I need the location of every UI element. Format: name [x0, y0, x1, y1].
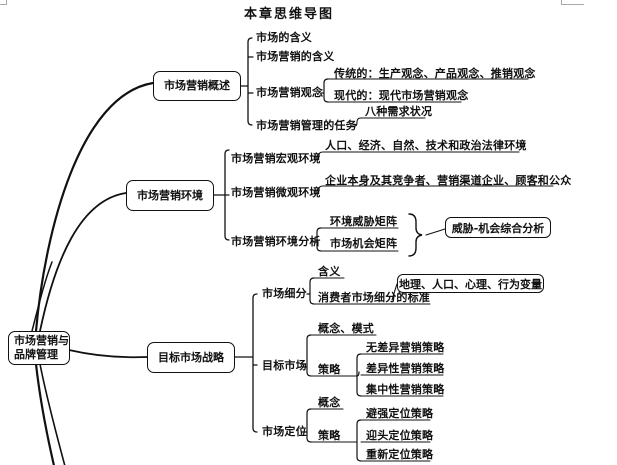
- node-target-market: 目标市场: [262, 359, 307, 372]
- central-node-line1: 市场营销与: [14, 334, 69, 347]
- node-market-meaning: 市场的含义: [256, 31, 312, 44]
- node-repositioning: 重新定位策略: [366, 448, 434, 461]
- node-undifferentiated-strategy: 无差异营销策略: [366, 341, 445, 354]
- node-marketing-concept: 市场营销观念: [256, 86, 324, 99]
- node-concentrated-strategy: 集中性营销策略: [366, 383, 445, 396]
- central-node-line2: 品牌管理: [14, 348, 58, 361]
- node-differentiated-strategy: 差异性营销策略: [366, 362, 445, 375]
- callout-pointer: [425, 228, 446, 236]
- node-macro-detail: 人口、经济、自然、技术和政治法律环境: [325, 139, 527, 152]
- node-market-segmentation: 市场细分: [262, 287, 307, 300]
- curve-down-1: [34, 362, 55, 465]
- curve-down-2: [39, 363, 66, 465]
- node-target-strategy: 策略: [318, 363, 341, 376]
- callout-segmentation-variables: 地理、人口、心理、行为变量: [397, 274, 544, 293]
- curly-brace: [408, 213, 423, 257]
- node-opportunity-matrix: 市场机会矩阵: [330, 237, 398, 250]
- curve-up-extra: [31, 261, 53, 332]
- bracket-target: [233, 293, 258, 433]
- node-head-on-positioning: 迎头定位策略: [366, 429, 434, 442]
- node-modern-concepts: 现代的：现代市场营销观念: [334, 89, 469, 102]
- curve-to-overview: [34, 81, 155, 333]
- curve-to-target: [68, 349, 148, 359]
- node-eight-demand-states: 八种需求状况: [365, 105, 433, 118]
- node-target-concept-mode: 概念、模式: [318, 322, 374, 335]
- branch-node-overview[interactable]: 市场营销概述: [153, 71, 241, 101]
- node-management-tasks: 市场营销管理的任务: [256, 119, 357, 132]
- node-macro-environment: 市场营销宏观环境: [231, 152, 321, 165]
- callout-threat-opportunity-analysis: 威胁-机会综合分析: [445, 217, 551, 238]
- node-traditional-concepts: 传统的：生产观念、产品观念、推销观念: [334, 67, 536, 80]
- bracket-overview: [239, 37, 253, 126]
- curve-to-environment: [39, 192, 127, 332]
- node-positioning-concept: 概念: [318, 396, 341, 409]
- branch-node-target-market-strategy[interactable]: 目标市场战略: [147, 342, 235, 373]
- node-threat-matrix: 环境威胁矩阵: [330, 215, 398, 228]
- node-market-positioning: 市场定位: [262, 425, 307, 438]
- node-environment-analysis: 市场营销环境分析: [231, 235, 321, 248]
- central-node[interactable]: 市场营销与 品牌管理: [8, 331, 70, 365]
- node-marketing-meaning: 市场营销的含义: [256, 50, 335, 63]
- node-segmentation-standard: 消费者市场细分的标准: [318, 291, 430, 304]
- node-micro-detail: 企业本身及其竞争者、营销渠道企业、顾客和公众: [325, 174, 572, 187]
- node-micro-environment: 市场营销微观环境: [231, 186, 321, 199]
- crop-mark-top-left: [0, 0, 7, 5]
- crop-mark-top-right: [561, 0, 584, 5]
- node-positioning-strategy: 策略: [318, 429, 341, 442]
- node-segmentation-meaning: 含义: [318, 265, 341, 278]
- diagram-title: 本章思维导图: [244, 7, 335, 22]
- branch-node-environment[interactable]: 市场营销环境: [126, 180, 214, 211]
- node-avoid-strength-positioning: 避强定位策略: [366, 407, 434, 420]
